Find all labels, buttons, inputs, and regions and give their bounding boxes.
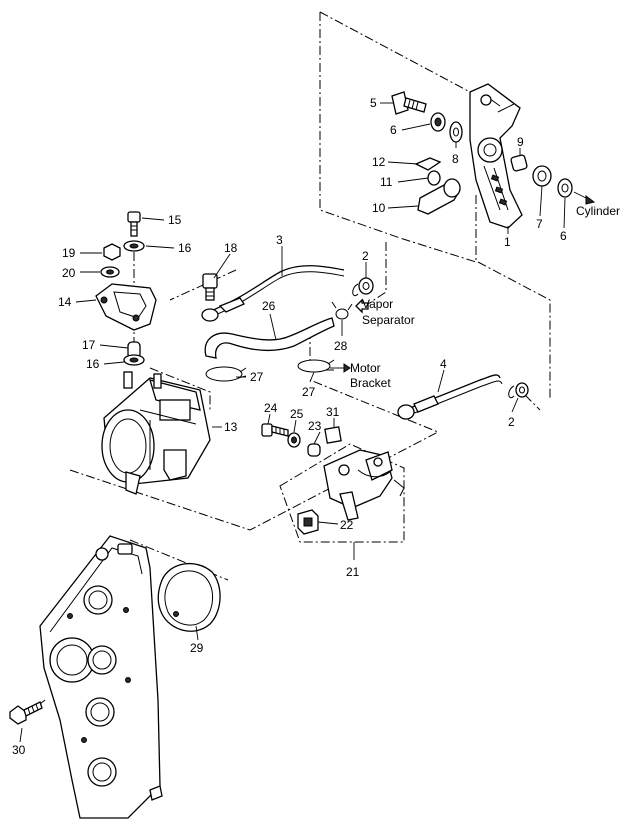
washer-8 xyxy=(449,121,463,143)
screw-24 xyxy=(261,423,289,437)
callout-22: 22 xyxy=(340,518,354,532)
callout-2-upper: 2 xyxy=(362,249,369,263)
callout-30: 30 xyxy=(12,743,26,757)
callout-24: 24 xyxy=(264,401,278,415)
fitting-18 xyxy=(202,273,218,301)
gasket-29 xyxy=(157,562,221,632)
callout-10: 10 xyxy=(372,201,386,215)
callout-13: 13 xyxy=(224,420,238,434)
callout-labels: 5 6 8 9 12 11 10 7 6 1 Cylinder 15 16 19… xyxy=(12,96,620,757)
vapor-separator-arrow-icon xyxy=(355,298,369,314)
clip-2-lower xyxy=(508,382,529,399)
bushing-7 xyxy=(532,165,552,187)
vapor-note-line1: Vapor xyxy=(362,297,393,311)
callout-14: 14 xyxy=(58,295,72,309)
leader-lines xyxy=(19,102,566,743)
callout-28: 28 xyxy=(334,339,348,353)
callout-12: 12 xyxy=(372,155,386,169)
callout-9: 9 xyxy=(517,135,524,149)
callout-6-top: 6 xyxy=(390,123,397,137)
bolt-30 xyxy=(9,701,43,725)
link-rod-3 xyxy=(201,265,345,322)
hose-clip-27-right xyxy=(297,359,335,373)
callout-27-right: 27 xyxy=(302,385,316,399)
collar-9 xyxy=(510,154,528,172)
screw-5 xyxy=(391,91,427,115)
callout-2-lower: 2 xyxy=(508,415,515,429)
callout-15: 15 xyxy=(168,213,182,227)
motor-note-line1: Motor xyxy=(350,361,381,375)
callout-18: 18 xyxy=(224,241,238,255)
callout-20: 20 xyxy=(62,266,76,280)
hose-26 xyxy=(204,317,335,359)
callout-25: 25 xyxy=(290,407,304,421)
callout-16-lower: 16 xyxy=(86,357,100,371)
cylinder-note: Cylinder xyxy=(576,204,620,218)
callout-7: 7 xyxy=(536,217,543,231)
cylinder-arrow-icon xyxy=(573,191,596,205)
nut-19 xyxy=(103,243,121,261)
motor-bracket-arrow-icon xyxy=(330,363,351,373)
throttle-lever-arm xyxy=(469,83,523,229)
callout-27-left: 27 xyxy=(250,370,264,384)
bracket-14 xyxy=(95,283,157,331)
lever-hardware xyxy=(391,91,573,215)
callout-5: 5 xyxy=(370,96,377,110)
callout-23: 23 xyxy=(308,419,322,433)
callout-11: 11 xyxy=(380,175,393,189)
callout-1: 1 xyxy=(504,235,511,249)
motor-note-line2: Bracket xyxy=(350,376,391,390)
callout-26: 26 xyxy=(262,299,276,313)
block-22 xyxy=(297,509,319,535)
clip-12 xyxy=(414,157,442,171)
pad-31 xyxy=(324,426,342,444)
callout-8: 8 xyxy=(452,152,459,166)
callout-6-right: 6 xyxy=(560,229,567,243)
throttle-body-13 xyxy=(101,371,211,495)
callout-31: 31 xyxy=(326,405,340,419)
callout-29: 29 xyxy=(190,641,204,655)
callout-19: 19 xyxy=(62,246,76,260)
callout-3: 3 xyxy=(276,233,283,247)
callout-16-upper: 16 xyxy=(178,241,192,255)
vapor-note-line2: Separator xyxy=(362,313,415,327)
intake-manifold xyxy=(39,535,163,819)
callout-21: 21 xyxy=(346,565,360,579)
bolt-15 xyxy=(127,211,141,237)
callout-17: 17 xyxy=(82,338,96,352)
callout-4: 4 xyxy=(440,357,447,371)
linkage-assembly-21 xyxy=(279,443,405,543)
bushing-11 xyxy=(427,170,441,186)
washer-6b xyxy=(557,178,573,198)
clip-2-upper xyxy=(352,277,374,297)
hose-clip-27-left xyxy=(205,366,247,382)
link-rod-4 xyxy=(397,374,503,420)
bushing-23 xyxy=(307,443,321,457)
clip-28 xyxy=(331,301,353,320)
